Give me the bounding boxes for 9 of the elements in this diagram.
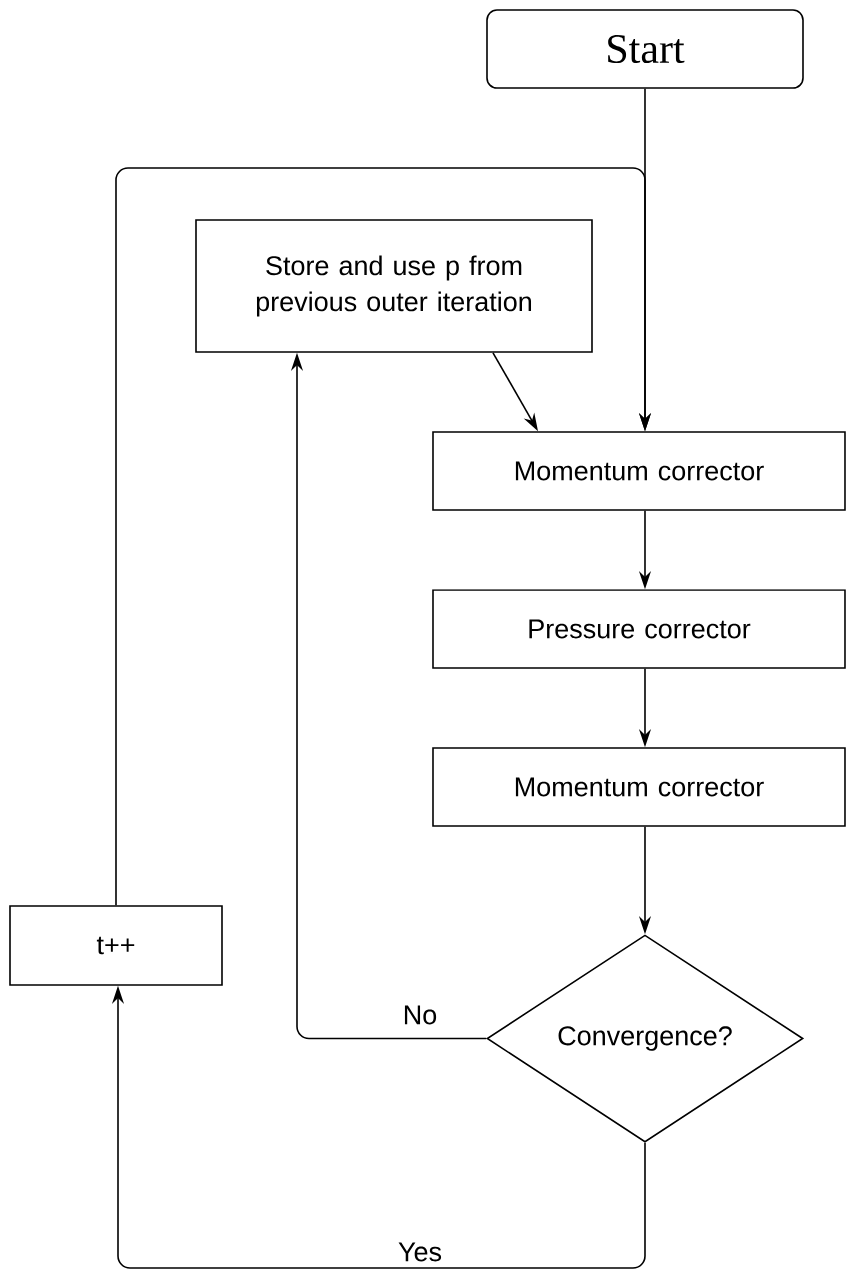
process-box: Momentum corrector <box>432 431 846 511</box>
process-box: Store and use p from previous outer iteration <box>195 219 593 353</box>
process-box: Momentum corrector <box>432 747 846 827</box>
arrow <box>115 167 652 906</box>
process-box: t++ <box>9 905 223 986</box>
process-box: Pressure corrector <box>432 589 846 669</box>
start-terminal: Start <box>486 9 804 89</box>
edge-label: Yes <box>396 1240 444 1264</box>
edge-label: No <box>400 1003 440 1027</box>
